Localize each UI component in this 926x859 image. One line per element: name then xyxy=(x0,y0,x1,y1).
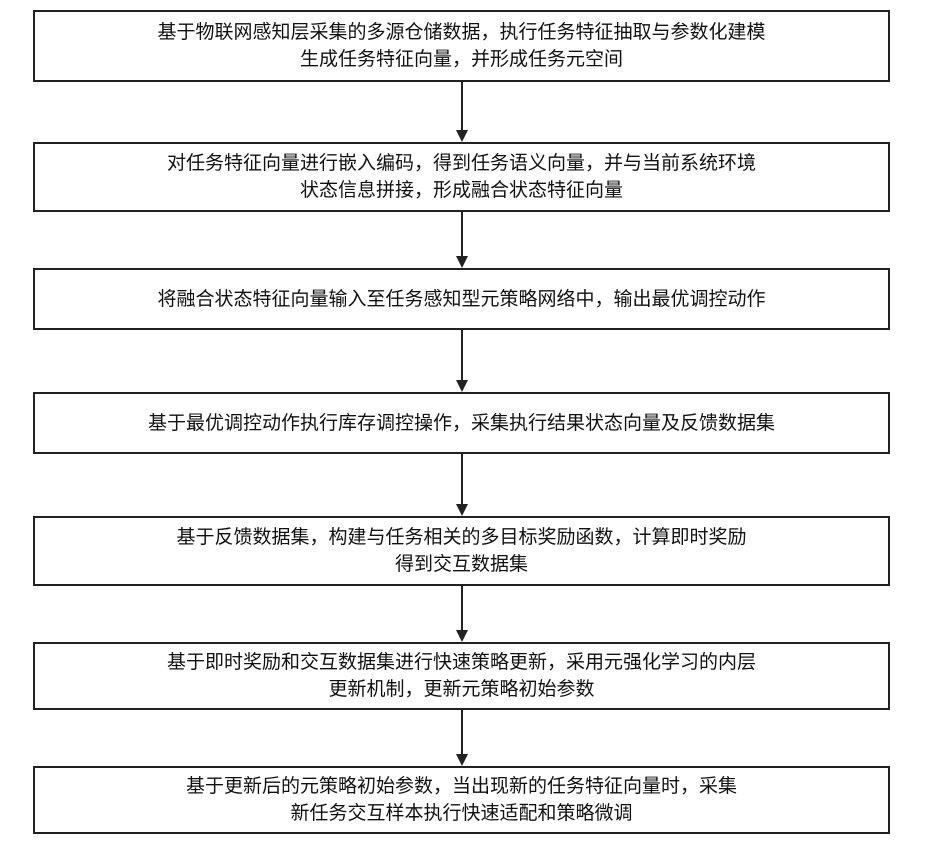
arrow-6-to-7 xyxy=(456,710,468,766)
step-6-box: 基于即时奖励和交互数据集进行快速策略更新，采用元强化学习的内层 更新机制，更新元… xyxy=(33,642,890,710)
arrow-4-to-5 xyxy=(456,454,468,516)
step-2-line-2: 状态信息拼接，形成融合状态特征向量 xyxy=(300,177,623,204)
step-5-line-2: 得到交互数据集 xyxy=(395,551,528,578)
step-4-line-1: 基于最优调控动作执行库存调控操作，采集执行结果状态向量及反馈数据集 xyxy=(148,410,775,437)
arrow-2-to-3 xyxy=(456,212,468,268)
arrow-5-to-6 xyxy=(456,586,468,642)
arrow-1-to-2 xyxy=(456,82,468,142)
step-4-box: 基于最优调控动作执行库存调控操作，采集执行结果状态向量及反馈数据集 xyxy=(33,392,890,454)
step-7-line-1: 基于更新后的元策略初始参数，当出现新的任务特征向量时，采集 xyxy=(186,773,737,800)
step-1-box: 基于物联网感知层采集的多源仓储数据，执行任务特征抽取与参数化建模 生成任务特征向… xyxy=(33,10,890,82)
step-7-line-2: 新任务交互样本执行快速适配和策略微调 xyxy=(290,800,632,827)
step-3-box: 将融合状态特征向量输入至任务感知型元策略网络中，输出最优调控动作 xyxy=(33,268,890,330)
step-5-box: 基于反馈数据集，构建与任务相关的多目标奖励函数，计算即时奖励 得到交互数据集 xyxy=(33,516,890,586)
arrow-3-to-4 xyxy=(456,330,468,392)
step-7-box: 基于更新后的元策略初始参数，当出现新的任务特征向量时，采集 新任务交互样本执行快… xyxy=(33,766,890,834)
step-2-box: 对任务特征向量进行嵌入编码，得到任务语义向量，并与当前系统环境 状态信息拼接，形… xyxy=(33,142,890,212)
step-6-line-1: 基于即时奖励和交互数据集进行快速策略更新，采用元强化学习的内层 xyxy=(167,649,756,676)
step-1-line-2: 生成任务特征向量，并形成任务元空间 xyxy=(300,46,623,73)
step-5-line-1: 基于反馈数据集，构建与任务相关的多目标奖励函数，计算即时奖励 xyxy=(176,524,746,551)
step-6-line-2: 更新机制，更新元策略初始参数 xyxy=(328,676,594,703)
step-1-line-1: 基于物联网感知层采集的多源仓储数据，执行任务特征抽取与参数化建模 xyxy=(157,19,765,46)
step-2-line-1: 对任务特征向量进行嵌入编码，得到任务语义向量，并与当前系统环境 xyxy=(167,150,756,177)
step-3-line-1: 将融合状态特征向量输入至任务感知型元策略网络中，输出最优调控动作 xyxy=(157,286,765,313)
